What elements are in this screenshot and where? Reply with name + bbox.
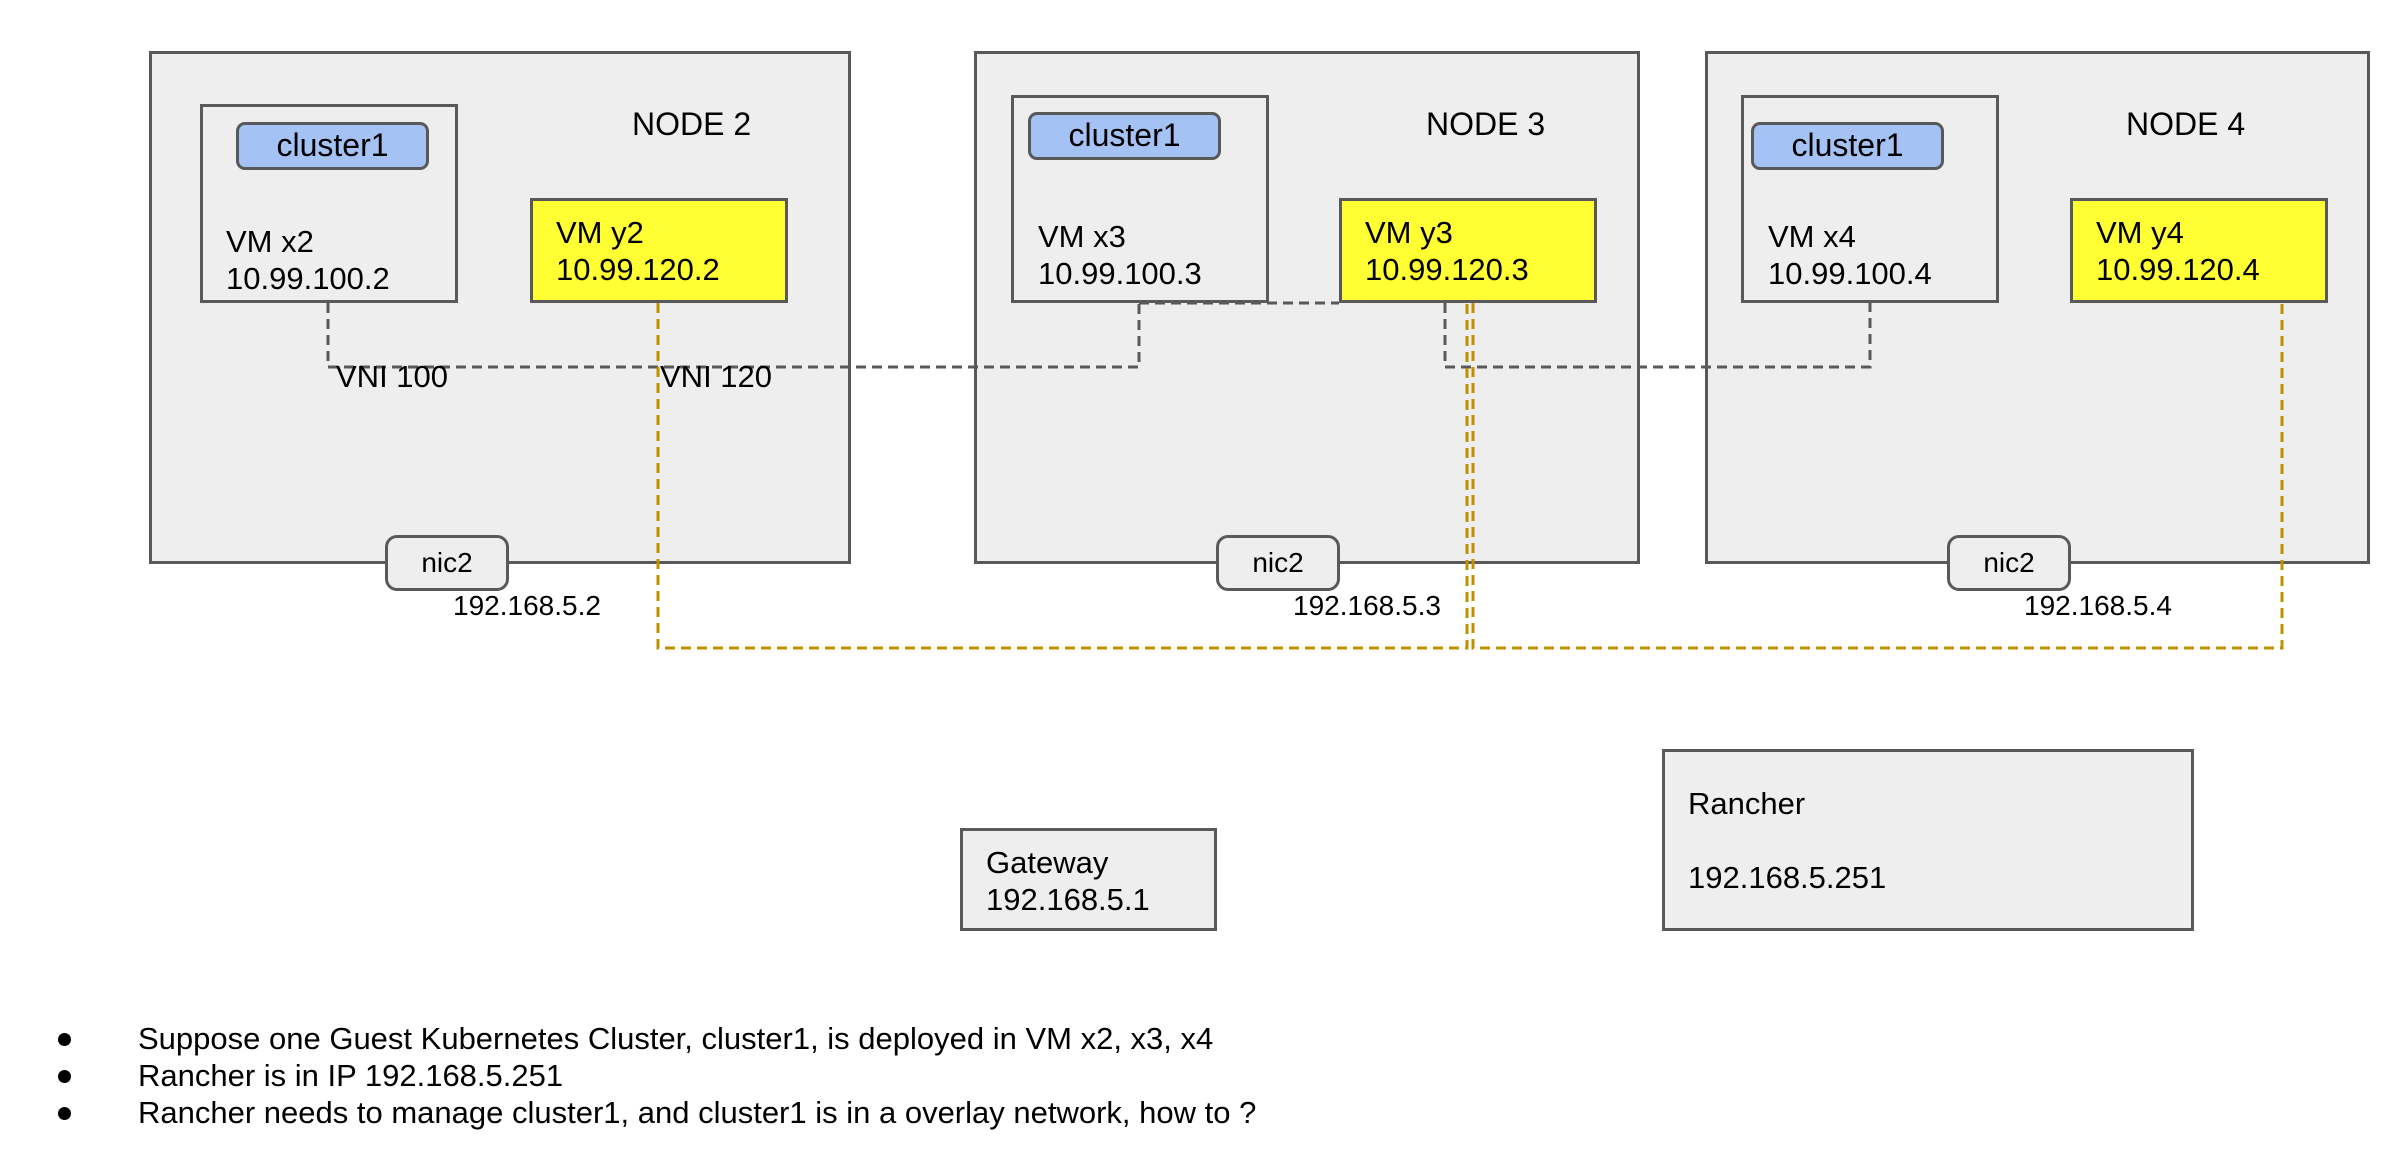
vm-x2-box bbox=[200, 104, 458, 303]
note-text: Rancher needs to manage cluster1, and cl… bbox=[138, 1095, 1257, 1130]
vni-120-label: VNI 120 bbox=[660, 359, 773, 394]
node-2-host-ip: 192.168.5.2 bbox=[453, 590, 601, 621]
vm-x2-ip: 10.99.100.2 bbox=[226, 261, 390, 296]
vm-y3-name: VM y3 bbox=[1365, 215, 1453, 250]
node-4-title: NODE 4 bbox=[2126, 106, 2246, 142]
vm-y4-name: VM y4 bbox=[2096, 215, 2184, 250]
bullet-icon bbox=[58, 1033, 71, 1046]
node-2-title: NODE 2 bbox=[632, 106, 752, 142]
vm-x4-ip: 10.99.100.4 bbox=[1768, 256, 1932, 291]
vm-y2-box bbox=[530, 198, 788, 303]
rancher-name: Rancher bbox=[1688, 786, 1806, 821]
vm-y3-ip: 10.99.120.3 bbox=[1365, 252, 1529, 287]
node-4-host-ip: 192.168.5.4 bbox=[2024, 590, 2172, 621]
cluster1-badge-node-3: cluster1 bbox=[1028, 112, 1221, 160]
cluster1-badge-node-4: cluster1 bbox=[1751, 122, 1944, 170]
gateway-box bbox=[960, 828, 1217, 931]
note-text: Suppose one Guest Kubernetes Cluster, cl… bbox=[138, 1021, 1214, 1056]
gateway-name: Gateway bbox=[986, 845, 1109, 880]
vni-100-label: VNI 100 bbox=[336, 359, 449, 394]
vm-x3-name: VM x3 bbox=[1038, 219, 1126, 254]
vm-y2-name: VM y2 bbox=[556, 215, 644, 250]
vm-y3-box bbox=[1339, 198, 1597, 303]
vm-x3-ip: 10.99.100.3 bbox=[1038, 256, 1202, 291]
vni-100-link-x2-x3 bbox=[326, 303, 1141, 369]
note-text: Rancher is in IP 192.168.5.251 bbox=[138, 1058, 564, 1093]
bullet-icon bbox=[58, 1107, 71, 1120]
rancher-ip: 192.168.5.251 bbox=[1688, 860, 1887, 895]
vni-100-link-y3-x4 bbox=[1443, 303, 1872, 369]
bullet-icon bbox=[58, 1070, 71, 1083]
vm-x4-box bbox=[1741, 95, 1999, 303]
node-3-host-ip: 192.168.5.3 bbox=[1293, 590, 1441, 621]
vm-x2-name: VM x2 bbox=[226, 224, 314, 259]
nic2-node-3: nic2 bbox=[1216, 535, 1340, 591]
gateway-ip: 192.168.5.1 bbox=[986, 882, 1150, 917]
vm-y2-ip: 10.99.120.2 bbox=[556, 252, 720, 287]
nic2-node-4: nic2 bbox=[1947, 535, 2071, 591]
node-3-title: NODE 3 bbox=[1426, 106, 1546, 142]
vm-y4-ip: 10.99.120.4 bbox=[2096, 252, 2260, 287]
cluster1-badge-node-2: cluster1 bbox=[236, 122, 429, 170]
vm-x4-name: VM x4 bbox=[1768, 219, 1856, 254]
rancher-box bbox=[1662, 749, 2194, 931]
nic2-node-2: nic2 bbox=[385, 535, 509, 591]
vm-y4-box bbox=[2070, 198, 2328, 303]
